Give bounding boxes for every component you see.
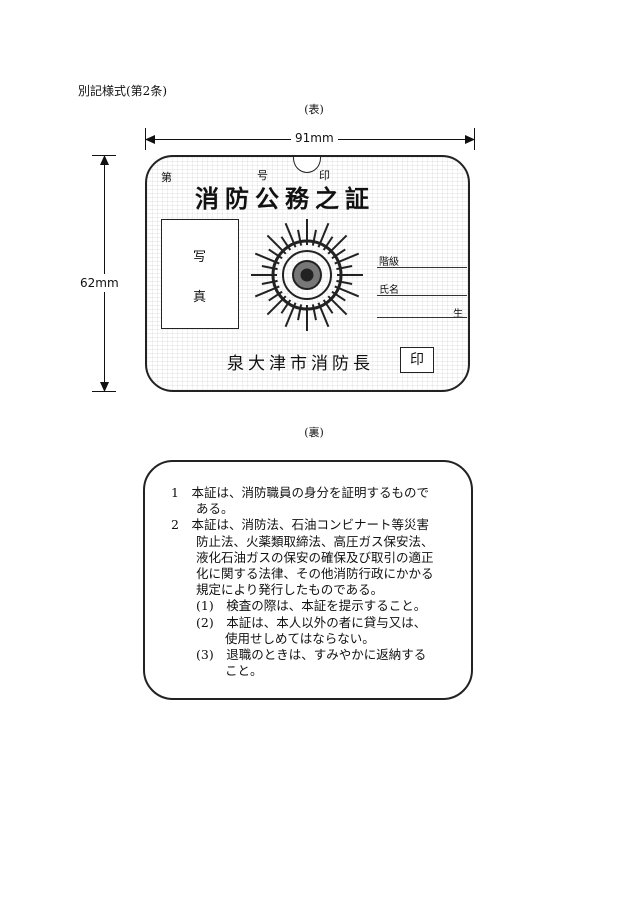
form-caption: 別記様式(第2条): [78, 84, 167, 98]
number-suffix: 号: [257, 169, 268, 182]
birth-label: 生: [453, 309, 463, 320]
photo-char-1: 写: [193, 250, 207, 265]
rank-line: [377, 267, 467, 268]
back-id-card: 1 本証は、消防職員の身分を証明するもので ある。2 本証は、消防法、石油コンビ…: [143, 460, 473, 700]
back-text-line: 1 本証は、消防職員の身分を証明するもので: [171, 485, 429, 500]
top-stamp-mark: 印: [319, 169, 330, 182]
back-text-line: (3) 退職のときは、すみやかに返納する: [171, 647, 427, 662]
name-label: 氏名: [379, 285, 399, 296]
rank-label: 階級: [379, 257, 399, 268]
fire-emblem-icon: [251, 219, 363, 331]
back-text-line: 規定により発行したものである。: [171, 582, 384, 598]
issuer-name: 泉大津市消防長: [227, 354, 374, 374]
name-line: [377, 295, 467, 296]
front-id-card: 第 号 印 消防公務之証 写 真 階級 氏名 生 泉大津市消防長 印: [145, 155, 470, 392]
width-arrows: [145, 135, 475, 144]
back-text-line: 化に関する法律、その他消防行政にかかる: [171, 566, 434, 581]
photo-area: 写 真: [161, 219, 239, 329]
back-text-line: こと。: [171, 663, 263, 679]
height-arrows: [100, 155, 109, 392]
back-text-line: 液化石油ガスの保安の確保及び取引の適正: [171, 549, 434, 565]
back-text-line: (1) 検査の際は、本証を提示すること。: [171, 598, 427, 614]
card-title: 消防公務之証: [195, 184, 375, 213]
number-prefix: 第: [161, 171, 172, 184]
back-text-line: 防止法、火薬類取締法、高圧ガス保安法、: [171, 533, 434, 549]
photo-char-2: 真: [193, 290, 207, 305]
back-text-line: (2) 本証は、本人以外の者に貸与又は、: [171, 614, 427, 630]
back-side-label: (裏): [304, 426, 324, 439]
back-text-line: 使用せしめてはならない。: [171, 630, 375, 646]
official-seal: 印: [400, 347, 434, 373]
back-text-line: ある。: [171, 501, 234, 517]
back-text-line: 2 本証は、消防法、石油コンビナート等災害: [171, 517, 429, 533]
birth-line: [377, 317, 467, 318]
front-side-label: (表): [304, 103, 324, 116]
width-label: 91mm: [291, 131, 338, 145]
height-label: 62mm: [80, 274, 119, 292]
